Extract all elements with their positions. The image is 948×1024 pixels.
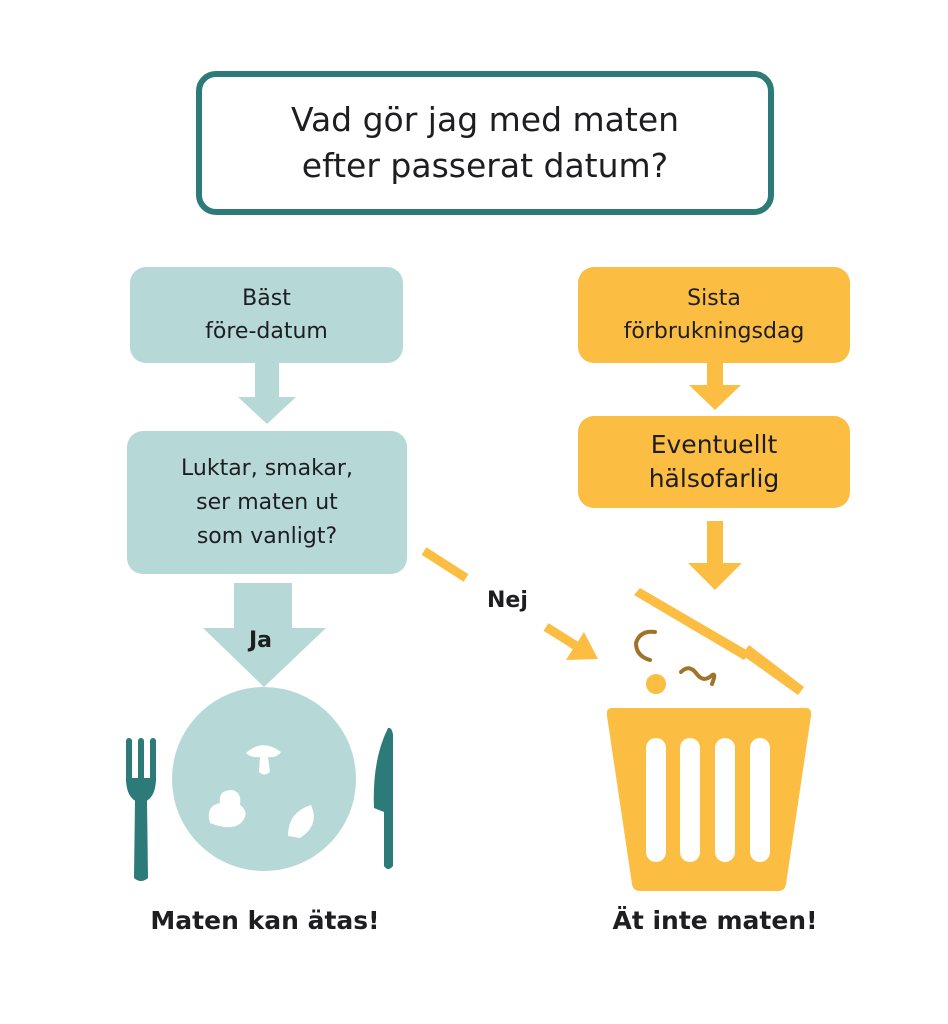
arrow-down-ja bbox=[203, 583, 326, 687]
arrow-down-right-2 bbox=[688, 521, 742, 590]
title-box: Vad gör jag med maten efter passerat dat… bbox=[196, 71, 774, 215]
node-question-line-2: ser maten ut bbox=[196, 489, 338, 515]
plate-icon bbox=[172, 687, 356, 871]
node-question: Luktar, smakar, ser maten ut som vanligt… bbox=[127, 431, 407, 574]
node-sista-line-1: Sista bbox=[687, 286, 741, 311]
node-question-line-1: Luktar, smakar, bbox=[181, 455, 353, 481]
arrow-nej-dashed bbox=[421, 547, 598, 660]
node-halsofarlig-line-2: hälsofarlig bbox=[648, 464, 780, 493]
node-question-line-3: som vanligt? bbox=[196, 523, 338, 549]
label-nej: Nej bbox=[487, 588, 528, 613]
node-sista-forbrukningsdag: Sista förbrukningsdag bbox=[578, 267, 850, 363]
title-line-2: efter passerat datum? bbox=[301, 146, 669, 185]
title-line-1: Vad gör jag med maten bbox=[290, 100, 680, 139]
node-bast-fore: Bäst före-datum bbox=[130, 267, 403, 363]
node-halsofarlig: Eventuellt hälsofarlig bbox=[578, 416, 850, 508]
arrow-down-left-1 bbox=[238, 363, 296, 424]
knife-icon bbox=[373, 727, 393, 869]
node-sista-line-2: förbrukningsdag bbox=[623, 319, 805, 344]
node-bast-fore-line-2: före-datum bbox=[205, 319, 328, 344]
outcome-eat: Maten kan ätas! bbox=[150, 906, 380, 935]
fork-icon bbox=[126, 738, 156, 881]
outcome-dont-eat: Ät inte maten! bbox=[612, 906, 818, 935]
trash-bin-icon bbox=[606, 588, 812, 891]
label-ja: Ja bbox=[249, 628, 273, 653]
node-halsofarlig-line-1: Eventuellt bbox=[650, 430, 778, 459]
node-bast-fore-line-1: Bäst bbox=[242, 286, 291, 311]
arrow-down-right-1 bbox=[689, 363, 741, 410]
